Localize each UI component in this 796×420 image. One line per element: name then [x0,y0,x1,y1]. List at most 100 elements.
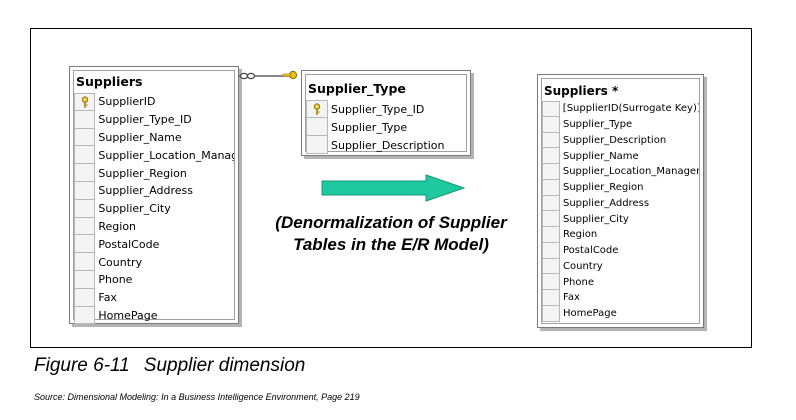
column-name: Supplier_Location_Manager [562,166,699,178]
row-selector[interactable] [74,93,96,111]
figure-title: Supplier dimension [143,355,306,376]
column-row[interactable]: Supplier_Name [542,148,699,164]
column-row[interactable]: Country [74,253,234,271]
row-selector[interactable] [542,179,560,196]
row-selector[interactable] [542,101,560,117]
column-row[interactable]: [SupplierID(Surrogate Key)] [542,101,699,117]
column-row[interactable]: Supplier_Location_Manager [542,164,699,180]
row-selector[interactable] [74,146,96,165]
column-name: Supplier_Location_Manag [98,148,234,162]
column-row[interactable]: Supplier_Type [542,116,699,133]
figure-number: Figure 6-11 [34,355,130,376]
table-supplier-type[interactable]: Supplier_Type Supplier_Type_ID Supplier_… [301,70,471,156]
column-row[interactable]: HomePage [542,305,699,322]
column-row[interactable]: Fax [542,290,699,306]
column-name: HomePage [98,308,158,322]
row-selector[interactable] [542,148,560,164]
row-selector[interactable] [542,290,560,306]
column-row[interactable]: Country [542,258,699,275]
column-row[interactable]: Fax [74,288,234,307]
row-selector[interactable] [74,199,96,218]
column-row[interactable]: Region [74,217,234,236]
caption-line-1: (Denormalization of Supplier [275,213,507,232]
row-selector[interactable] [74,110,96,129]
column-row[interactable]: Supplier_City [542,211,699,227]
column-name: Country [563,260,603,272]
key-icon [282,70,298,80]
column-row[interactable]: Supplier_Type_ID [306,100,466,118]
column-row[interactable]: PostalCode [74,235,234,254]
row-selector[interactable] [74,217,96,236]
column-row[interactable]: Supplier_Name [74,128,234,147]
row-selector[interactable] [74,288,96,307]
column-row[interactable]: Supplier_Type [306,118,466,136]
table-supplier-type-body: Supplier_Type Supplier_Type_ID Supplier_… [305,74,467,154]
column-row[interactable]: Phone [74,270,234,289]
column-row[interactable]: Supplier_Region [542,179,699,196]
table-suppliers[interactable]: Suppliers SupplierID Supplier_Type_ID Su… [69,66,239,325]
row-selector[interactable] [542,227,560,243]
row-selector[interactable] [306,100,328,118]
column-name: Region [563,229,598,241]
column-name: HomePage [563,308,617,320]
column-name: Supplier_Region [563,182,644,194]
column-name: Fax [563,292,580,304]
column-row[interactable]: Supplier_Description [306,136,466,154]
column-row[interactable]: SupplierID [74,93,234,111]
column-name: Supplier_Type [563,119,633,131]
row-selector[interactable] [74,164,96,182]
row-selector[interactable] [74,306,96,325]
column-name: Supplier_Type [331,120,408,134]
column-row[interactable]: Supplier_Type_ID [74,110,234,129]
table-suppliers-dimension[interactable]: Suppliers * [SupplierID(Surrogate Key)] … [537,74,704,328]
row-selector[interactable] [542,242,560,259]
row-selector[interactable] [74,270,96,289]
row-selector[interactable] [306,136,328,154]
table-title: Supplier_Type [308,81,406,96]
column-row[interactable]: PostalCode [542,242,699,259]
column-name: PostalCode [563,245,619,257]
row-selector[interactable] [542,274,560,290]
column-name: PostalCode [98,237,160,251]
row-selector[interactable] [542,195,560,212]
right-arrow [321,174,466,202]
column-row[interactable]: Supplier_Location_Manag [74,146,234,165]
column-name: Region [98,219,137,233]
column-row[interactable]: HomePage [74,306,234,325]
row-selector[interactable] [542,305,560,322]
row-selector[interactable] [542,211,560,227]
column-row[interactable]: Supplier_Region [74,164,234,182]
column-row[interactable]: Phone [542,274,699,290]
table-title: Suppliers [76,74,143,89]
row-selector[interactable] [74,128,96,147]
figure-caption: Figure 6-11 Supplier dimension [34,355,305,377]
row-selector[interactable] [542,258,560,275]
source-note: Source: Dimensional Modeling: In a Busin… [34,392,360,402]
row-selector[interactable] [74,181,96,200]
row-selector[interactable] [74,235,96,254]
column-row[interactable]: Supplier_Address [542,195,699,212]
caption-line-2: Tables in the E/R Model) [293,235,489,254]
column-name: Phone [563,276,594,288]
column-name: Supplier_Name [98,130,182,144]
row-selector[interactable] [542,132,560,149]
row-selector[interactable] [74,253,96,271]
row-selector[interactable] [542,164,560,180]
key-icon [81,96,88,108]
row-selector[interactable] [306,118,328,136]
column-list: SupplierID Supplier_Type_ID Supplier_Nam… [74,93,234,325]
table-title: Suppliers * [544,84,619,98]
column-name: Supplier_Address [563,197,650,209]
column-name: Supplier_Region [98,166,187,180]
column-row[interactable]: Supplier_City [74,199,234,218]
column-list: Supplier_Type_ID Supplier_Type Supplier_… [306,100,466,154]
column-row[interactable]: Supplier_Description [542,132,699,149]
column-name: Supplier_Description [563,134,667,146]
column-row[interactable]: Region [542,227,699,243]
column-name: Fax [98,291,117,305]
table-suppliers-dimension-body: Suppliers * [SupplierID(Surrogate Key)] … [541,78,700,324]
column-row[interactable]: Supplier_Address [74,181,234,200]
key-icon [313,103,321,115]
column-name: Supplier_Name [563,150,639,162]
row-selector[interactable] [542,116,560,133]
